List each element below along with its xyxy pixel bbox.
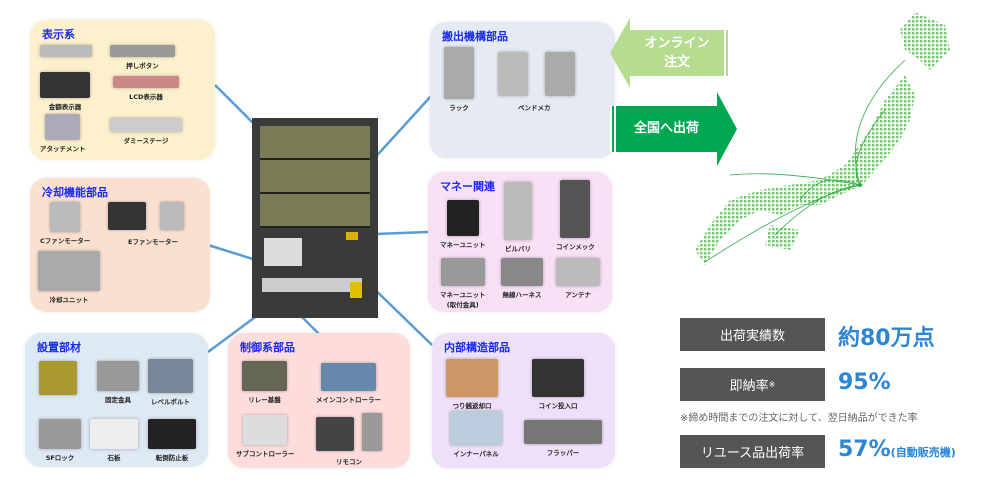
ship-nationwide-arrow: 全国へ出荷 <box>605 92 740 166</box>
reuse-label: リユース品出荷率 <box>680 435 825 468</box>
rate-note: ※締め時間までの注文に対して、翌日納品ができた率 <box>680 413 918 424</box>
group-install: 設置部材 固定金具 レベルボルト SFロック 石板 転倒防止板 <box>25 333 208 467</box>
group-title: 表示系 <box>42 28 75 41</box>
online-order-arrow: オンライン注文 <box>610 18 740 88</box>
group-carry: 搬出機構部品 ラック ベンドメカ <box>430 22 615 158</box>
vending-machine-image <box>252 118 378 318</box>
shipped-label: 出荷実績数 <box>680 318 825 351</box>
group-money: マネー関連 マネーユニット ビルバリ コインメック マネーユニット(取付金具) … <box>428 172 612 312</box>
group-control: 制御系部品 リレー基盤 メインコントローラー サブコントローラー リモコン <box>228 333 410 468</box>
rate-label: 即納率※ <box>680 368 825 401</box>
shipped-value: 約80万点 <box>838 326 935 351</box>
group-cooling: 冷却機能部品 Cファンモーター Eファンモーター 冷却ユニット <box>30 178 210 312</box>
group-display: 表示系 押しボタン 金額表示器 LCD表示器 アタッチメント ダミーステージ <box>30 20 215 160</box>
reuse-value: 57%(自動販売機) <box>838 437 956 462</box>
rate-value: 95% <box>838 370 891 395</box>
group-inner: 内部構造部品 つり銭返却口 コイン投入口 インナーパネル フラッパー <box>432 333 615 468</box>
